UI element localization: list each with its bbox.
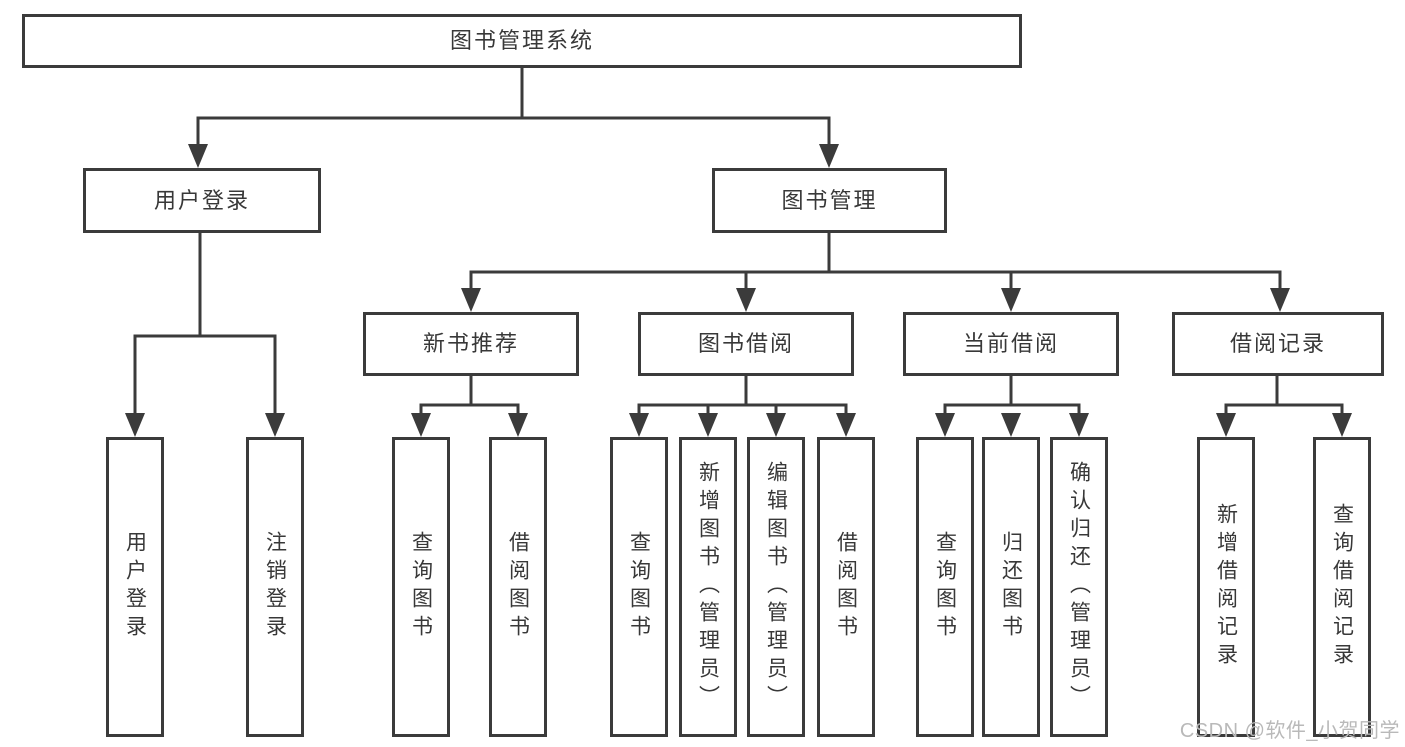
node-book-borrowing: 图书借阅 bbox=[638, 312, 854, 376]
arrowhead-icon bbox=[698, 413, 718, 437]
leaf-logout: 注销登录 bbox=[246, 437, 304, 737]
leaf-query-borrow-record-label: 查询借阅记录 bbox=[1330, 503, 1354, 671]
leaf-confirm-return-admin-label: 确认归还（管理员） bbox=[1067, 461, 1091, 713]
arrowhead-icon bbox=[265, 413, 285, 437]
leaf-confirm-return-admin: 确认归还（管理员） bbox=[1050, 437, 1108, 737]
connector-newbook-group bbox=[419, 375, 520, 416]
arrowhead-icon bbox=[1332, 413, 1352, 437]
node-current-borrowing-label: 当前借阅 bbox=[962, 331, 1059, 356]
connector-bookborrow-group bbox=[637, 375, 848, 416]
node-book-borrowing-label: 图书借阅 bbox=[697, 331, 794, 356]
leaf-query-books-current-label: 查询图书 bbox=[933, 531, 957, 643]
arrowhead-icon bbox=[736, 288, 756, 312]
connector-bookmgmt-to-level3 bbox=[469, 233, 1282, 290]
leaf-query-books-borrow-label: 查询图书 bbox=[627, 531, 651, 643]
arrowhead-icon bbox=[411, 413, 431, 437]
connector-currentborrow-group bbox=[943, 375, 1081, 416]
leaf-return-books: 归还图书 bbox=[982, 437, 1040, 737]
arrowhead-icon bbox=[1001, 413, 1021, 437]
leaf-add-borrow-record: 新增借阅记录 bbox=[1197, 437, 1255, 737]
arrowhead-icon bbox=[461, 288, 481, 312]
arrowhead-icon bbox=[836, 413, 856, 437]
arrowhead-icon bbox=[1270, 288, 1290, 312]
arrowhead-icon bbox=[629, 413, 649, 437]
leaf-return-books-label: 归还图书 bbox=[999, 531, 1023, 643]
leaf-borrow-books-recommend-label: 借阅图书 bbox=[506, 531, 530, 643]
node-new-book-recommendation-label: 新书推荐 bbox=[422, 331, 519, 356]
leaf-edit-books-admin: 编辑图书（管理员） bbox=[747, 437, 805, 737]
arrowhead-icon bbox=[935, 413, 955, 437]
leaf-add-borrow-record-label: 新增借阅记录 bbox=[1214, 503, 1238, 671]
leaf-borrow-books: 借阅图书 bbox=[817, 437, 875, 737]
arrowhead-icon bbox=[1001, 288, 1021, 312]
leaf-logout-label: 注销登录 bbox=[263, 531, 287, 643]
leaf-query-borrow-record: 查询借阅记录 bbox=[1313, 437, 1371, 737]
leaf-query-books-recommend: 查询图书 bbox=[392, 437, 450, 737]
connector-userlogin-group bbox=[133, 233, 277, 416]
arrowhead-icon bbox=[1069, 413, 1089, 437]
node-current-borrowing: 当前借阅 bbox=[903, 312, 1119, 376]
arrowhead-icon bbox=[508, 413, 528, 437]
leaf-edit-books-admin-label: 编辑图书（管理员） bbox=[764, 461, 788, 713]
leaf-borrow-books-recommend: 借阅图书 bbox=[489, 437, 547, 737]
arrowhead-icon bbox=[188, 144, 208, 168]
leaf-add-books-admin: 新增图书（管理员） bbox=[679, 437, 737, 737]
arrowhead-icon bbox=[766, 413, 786, 437]
connector-root-to-level2 bbox=[196, 68, 831, 148]
leaf-query-books-borrow: 查询图书 bbox=[610, 437, 668, 737]
leaf-query-books-current: 查询图书 bbox=[916, 437, 974, 737]
leaf-add-books-admin-label: 新增图书（管理员） bbox=[696, 461, 720, 713]
node-library-system: 图书管理系统 bbox=[22, 14, 1022, 68]
leaf-user-login-label: 用户登录 bbox=[123, 531, 147, 643]
node-book-management-label: 图书管理 bbox=[781, 187, 878, 213]
csdn-watermark: CSDN @软件_小贺同学 bbox=[1179, 720, 1400, 742]
arrowhead-icon bbox=[819, 144, 839, 168]
node-library-system-label: 图书管理系统 bbox=[449, 28, 594, 53]
node-borrowing-records-label: 借阅记录 bbox=[1229, 331, 1326, 356]
arrowhead-icon bbox=[125, 413, 145, 437]
leaf-borrow-books-label: 借阅图书 bbox=[834, 531, 858, 643]
node-new-book-recommendation: 新书推荐 bbox=[363, 312, 579, 376]
node-user-login: 用户登录 bbox=[83, 168, 321, 233]
leaf-query-books-recommend-label: 查询图书 bbox=[409, 531, 433, 643]
node-user-login-label: 用户登录 bbox=[153, 187, 250, 213]
arrowhead-icon bbox=[1216, 413, 1236, 437]
node-borrowing-records: 借阅记录 bbox=[1172, 312, 1384, 376]
connector-borrowrecord-group bbox=[1224, 375, 1344, 416]
leaf-user-login: 用户登录 bbox=[106, 437, 164, 737]
node-book-management: 图书管理 bbox=[712, 168, 947, 233]
